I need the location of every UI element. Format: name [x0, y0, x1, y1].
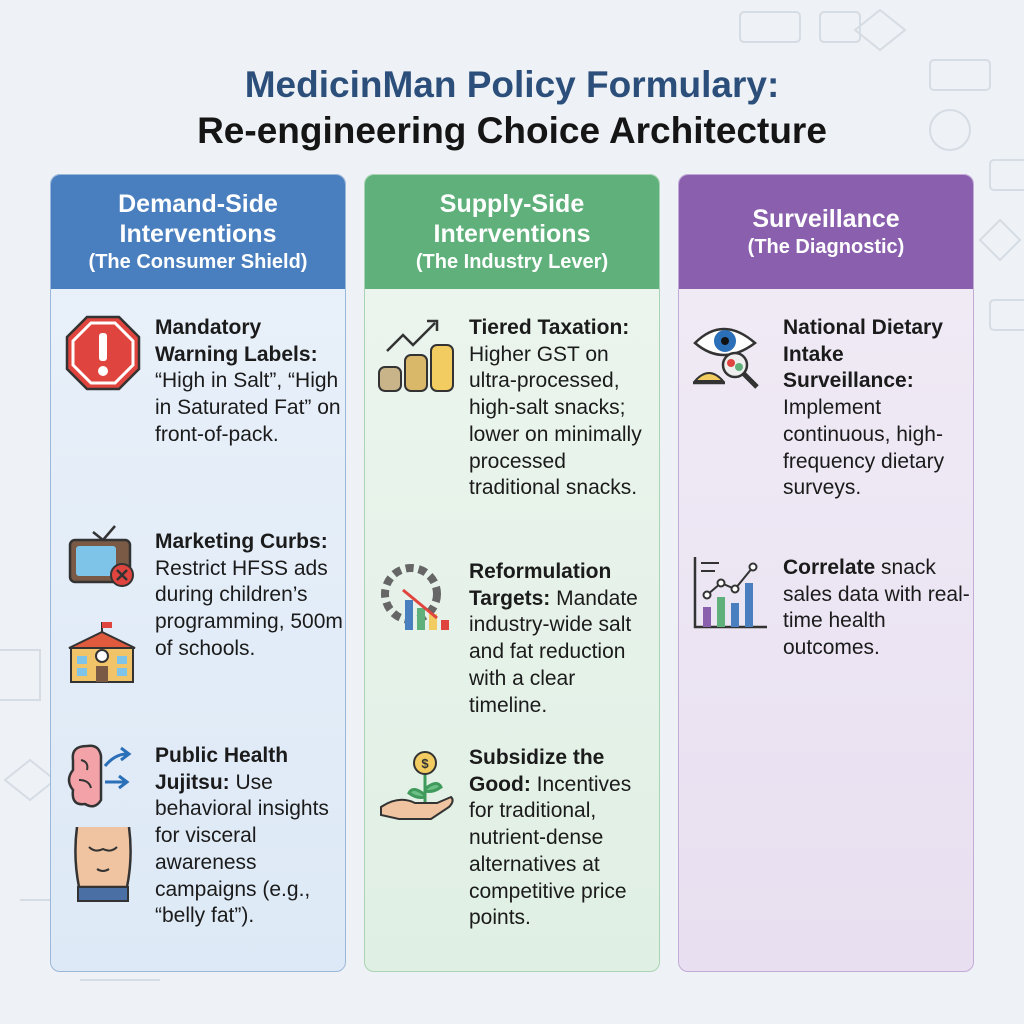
item-text: Use behavioral insights for visceral awa… — [155, 770, 329, 928]
intervention-item: Reformulation Targets: Mandate industry-… — [469, 559, 659, 719]
item-lead: Subsidize the Good: — [469, 746, 605, 796]
column-header: Surveillance (The Diagnostic) — [679, 175, 973, 289]
item-lead: National Dietary Intake Surveillance: — [783, 316, 943, 393]
item-text: Higher GST on ultra-processed, high-salt… — [469, 342, 642, 500]
item-lead: Marketing Curbs: — [155, 530, 328, 553]
eye-magnifier-food-icon — [692, 327, 759, 389]
column-subheading: (The Diagnostic) — [747, 236, 905, 258]
item-text: Implement continuous, high-frequency die… — [783, 396, 945, 500]
warning-octagon-icon — [65, 315, 141, 391]
item-lead: Reformulation Targets: — [469, 560, 612, 610]
column-heading: Supply-Side Interventions — [433, 190, 591, 248]
intervention-item: Correlate snack sales data with real-tim… — [783, 555, 973, 662]
column-heading: Demand-Side Interventions — [118, 190, 278, 248]
column-header: Supply-Side Interventions (The Industry … — [365, 175, 659, 289]
title-line-1: MedicinMan Policy Formulary: — [244, 64, 780, 105]
intervention-item: Public Health Jujitsu: Use behavioral in… — [155, 743, 345, 930]
intervention-item: Subsidize the Good: Incentives for tradi… — [469, 745, 659, 932]
column-heading: Surveillance — [752, 205, 900, 233]
intervention-item: Marketing Curbs: Restrict HFSS ads durin… — [155, 529, 345, 663]
column-subheading: (The Industry Lever) — [415, 251, 609, 273]
bar-line-chart-icon — [693, 557, 767, 629]
item-lead: Tiered Taxation: — [469, 316, 630, 339]
intervention-item: Tiered Taxation: Higher GST on ultra-pro… — [469, 315, 659, 502]
tv-blocked-icon — [68, 525, 134, 587]
school-icon — [68, 622, 136, 683]
surveillance-column: Surveillance (The Diagnostic) National D… — [678, 174, 974, 972]
item-text: “High in Salt”, “High in Saturated Fat” … — [155, 369, 341, 446]
item-text: Incentives for traditional, nutrient-den… — [469, 772, 632, 930]
page-title: MedicinMan Policy Formulary: Re-engineer… — [0, 62, 1024, 154]
hand-plant-coin-icon: $ — [380, 751, 454, 820]
item-text: Restrict HFSS ads during children’s prog… — [155, 556, 343, 660]
brain-arrows-icon — [67, 744, 132, 808]
coins-rising-icon — [378, 319, 454, 392]
item-lead: Correlate — [783, 556, 876, 579]
demand-side-column: Demand-Side Interventions (The Consumer … — [50, 174, 346, 972]
gear-chart-icon — [381, 564, 449, 630]
item-lead: Public Health Jujitsu: — [155, 744, 289, 794]
belly-icon — [74, 827, 132, 902]
item-text: Mandate industry-wide salt and fat reduc… — [469, 586, 638, 717]
column-header: Demand-Side Interventions (The Consumer … — [51, 175, 345, 289]
intervention-item: Mandatory Warning Labels: “High in Salt”… — [155, 315, 345, 449]
item-lead: Mandatory Warning Labels: — [155, 316, 318, 366]
title-line-2: Re-engineering Choice Architecture — [197, 110, 827, 151]
item-text: snack sales data with real-time health o… — [783, 556, 970, 660]
svg-text:$: $ — [421, 756, 429, 771]
column-subheading: (The Consumer Shield) — [88, 251, 308, 273]
supply-side-column: Supply-Side Interventions (The Industry … — [364, 174, 660, 972]
intervention-item: National Dietary Intake Surveillance: Im… — [783, 315, 973, 502]
